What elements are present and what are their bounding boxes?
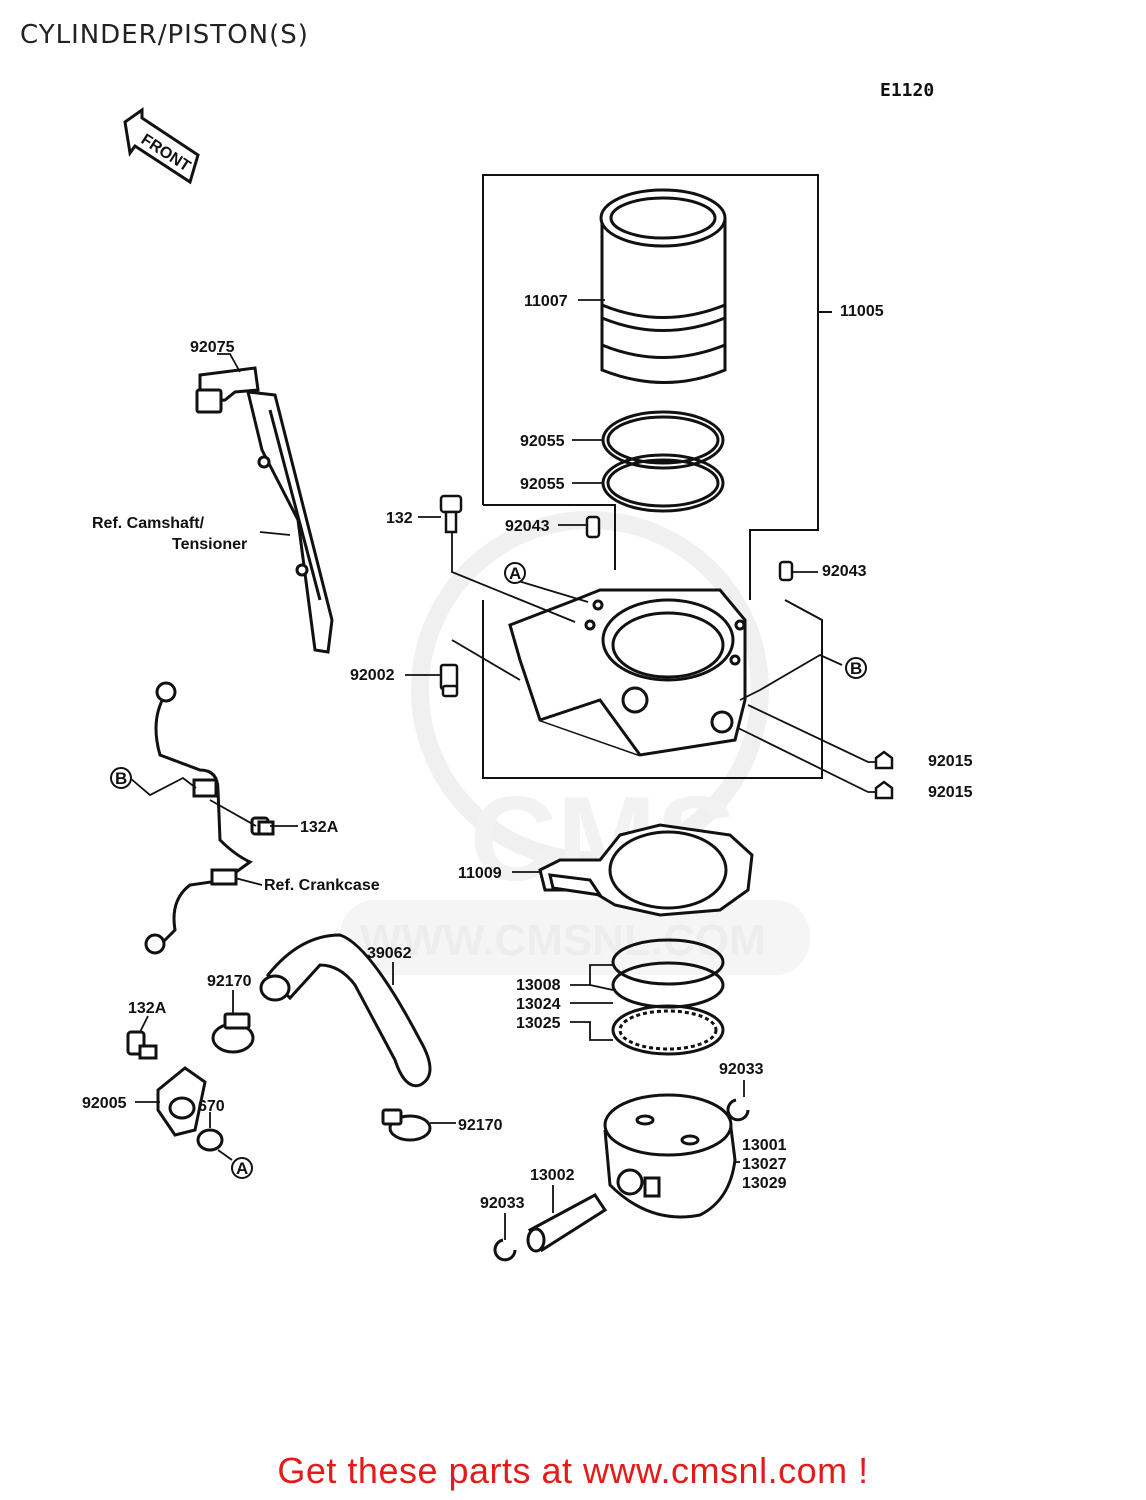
part-label-39062[interactable]: 39062 xyxy=(367,945,412,962)
svg-text:B: B xyxy=(850,659,862,678)
footer-link[interactable]: Get these parts at www.cmsnl.com ! xyxy=(0,1450,1146,1492)
front-arrow-icon: FRONT xyxy=(123,107,200,185)
leader-lines xyxy=(504,1080,745,1240)
part-label-13029[interactable]: 13029 xyxy=(742,1175,787,1192)
part-label-13025[interactable]: 13025 xyxy=(516,1015,561,1032)
part-label-92170[interactable]: 92170 xyxy=(458,1117,503,1134)
leader-lines xyxy=(570,964,614,1041)
cylinder-sleeve-icon xyxy=(599,188,727,384)
piston-icon xyxy=(603,1093,737,1219)
part-label-92055[interactable]: 92055 xyxy=(520,433,565,450)
part-label-92075[interactable]: 92075 xyxy=(190,339,235,356)
part-label-11007[interactable]: 11007 xyxy=(524,293,568,310)
reference-marker-b: B xyxy=(845,657,867,679)
part-label-92002[interactable]: 92002 xyxy=(350,667,395,684)
diagram-code: E1120 xyxy=(880,80,935,101)
part-label-92170[interactable]: 92170 xyxy=(207,973,252,990)
svg-text:B: B xyxy=(115,769,127,788)
part-label-92055[interactable]: 92055 xyxy=(520,476,565,493)
cylinder-block-icon xyxy=(508,588,747,757)
nut-icon xyxy=(874,750,894,800)
piston-pin-icon xyxy=(526,1193,608,1253)
part-label-92043[interactable]: 92043 xyxy=(822,563,867,580)
leader-lines xyxy=(135,1015,233,1161)
bolt-icon xyxy=(439,494,463,698)
part-label-132A[interactable]: 132A xyxy=(128,1000,167,1017)
water-fitting-icon xyxy=(126,1030,224,1152)
part-label-92015[interactable]: 92015 xyxy=(928,753,973,770)
dowel-pin-icon xyxy=(585,515,794,582)
part-label-92033[interactable]: 92033 xyxy=(480,1195,525,1212)
part-label-11005[interactable]: 11005 xyxy=(840,303,884,320)
cam-chain-tensioner-icon xyxy=(195,366,334,654)
reference-marker-b: B xyxy=(110,767,132,789)
hose-clamp-icon xyxy=(211,1012,432,1142)
cylinder-assembly-bracket xyxy=(482,174,832,779)
part-label-92043[interactable]: 92043 xyxy=(505,518,550,535)
part-label-13024[interactable]: 13024 xyxy=(516,996,561,1013)
watermark: CMS WWW.CMSNL.COM xyxy=(340,511,810,975)
part-label-13008[interactable]: 13008 xyxy=(516,977,561,994)
leader-lines xyxy=(405,299,876,793)
circlip-icon xyxy=(493,1098,750,1262)
water-hose-icon xyxy=(259,933,432,1088)
ref-camshaft-label: Ref. Camshaft/ xyxy=(92,515,205,532)
exploded-parts-diagram: CMS WWW.CMSNL.COM FRONT xyxy=(82,107,973,1262)
oil-pipe-icon xyxy=(144,681,275,955)
ref-crankcase-label: Ref. Crankcase xyxy=(264,877,380,894)
head-gasket-icon xyxy=(538,823,754,917)
svg-text:A: A xyxy=(236,1159,248,1178)
part-label-92005[interactable]: 92005 xyxy=(82,1095,127,1112)
part-label-13001[interactable]: 13001 xyxy=(742,1137,787,1154)
watermark-text: WWW.CMSNL.COM xyxy=(360,916,766,965)
part-label-13002[interactable]: 13002 xyxy=(530,1167,575,1184)
leader-lines xyxy=(129,776,298,886)
reference-marker-a: A xyxy=(231,1157,253,1179)
part-label-670[interactable]: 670 xyxy=(198,1098,225,1115)
page-title: CYLINDER/PISTON(S) xyxy=(20,20,309,50)
footer-link-text[interactable]: Get these parts at www.cmsnl.com ! xyxy=(277,1450,869,1491)
ref-tensioner-label: Tensioner xyxy=(172,536,247,553)
leader-lines xyxy=(232,990,456,1124)
svg-text:A: A xyxy=(509,564,521,583)
part-label-13027[interactable]: 13027 xyxy=(742,1156,787,1173)
part-label-132A[interactable]: 132A xyxy=(300,819,339,836)
o-ring-icon xyxy=(601,410,725,513)
part-label-11009[interactable]: 11009 xyxy=(458,865,502,882)
part-label-92033[interactable]: 92033 xyxy=(719,1061,764,1078)
leader-lines xyxy=(217,353,291,536)
piston-ring-icon xyxy=(611,938,725,1056)
part-label-132[interactable]: 132 xyxy=(386,510,413,527)
reference-marker-a: A xyxy=(504,562,526,584)
part-label-92015[interactable]: 92015 xyxy=(928,784,973,801)
